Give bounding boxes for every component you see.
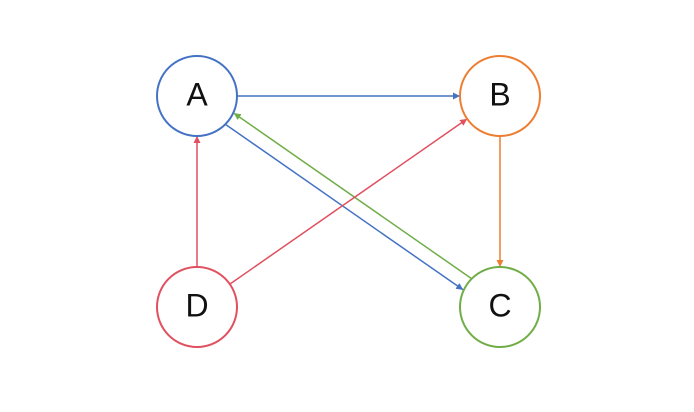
node-c: C <box>459 266 541 348</box>
node-b: B <box>459 55 541 137</box>
node-label-a: A <box>186 76 208 112</box>
node-circle-a <box>156 55 238 137</box>
node-circle-c <box>459 266 541 348</box>
node-circle-b <box>459 55 541 137</box>
node-label-d: D <box>185 287 208 323</box>
nodes: A B C D <box>156 55 541 348</box>
node-circle-d <box>156 266 238 348</box>
edges <box>193 92 504 291</box>
edge-a-to-c <box>225 123 464 291</box>
node-label-c: C <box>488 287 511 323</box>
node-label-b: B <box>489 76 510 112</box>
edge-d-to-b <box>229 118 468 285</box>
node-d: D <box>156 266 238 348</box>
edge-c-to-a <box>233 112 472 280</box>
node-a: A <box>156 55 238 137</box>
